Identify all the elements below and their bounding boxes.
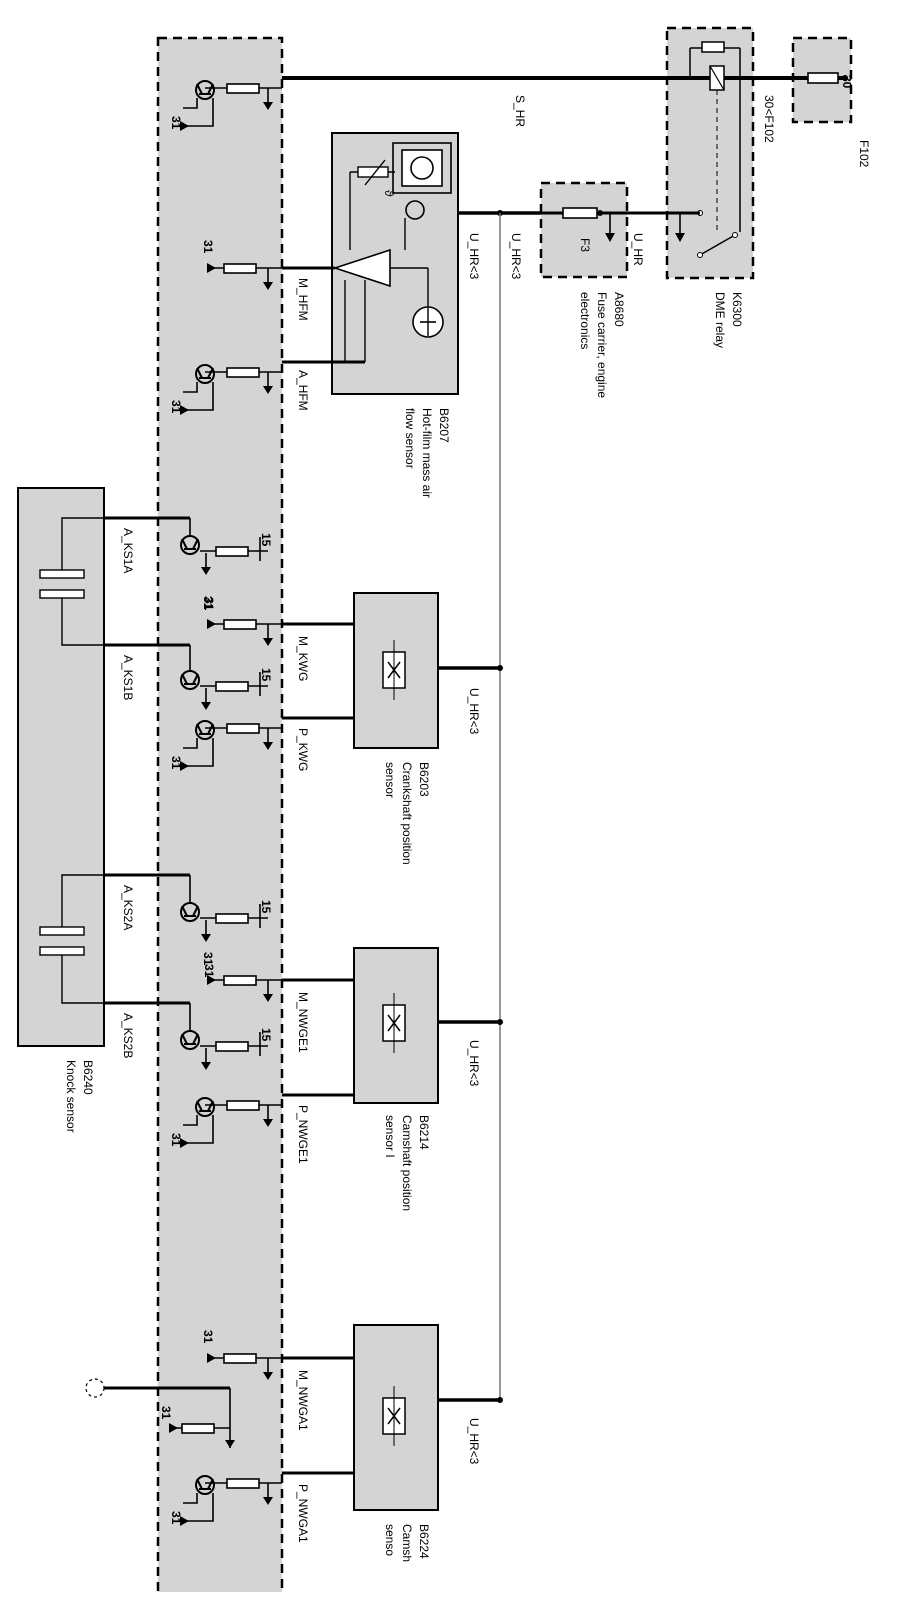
f3-fuse (562, 207, 598, 219)
a8680-id-label: A8680 (612, 292, 626, 327)
gnd-label-p-nwga1: 31 (169, 1511, 183, 1525)
b6224-hall-symbol (382, 1386, 406, 1446)
k6300-id-label: K6300 (730, 292, 744, 327)
a8680-fuse-label: F3 (578, 238, 592, 252)
gnd-label-a-ks2a: 31 (202, 964, 216, 978)
m-nwga1-label: M_NWGA1 (296, 1370, 310, 1431)
m-hfm-label: M_HFM (296, 278, 310, 321)
stage-s-hr: 31 (169, 80, 282, 131)
b6203-id-label: B6203 (417, 762, 431, 797)
gnd-label-s-hr: 31 (169, 116, 183, 130)
dme-control-unit-box (156, 36, 284, 1597)
p-nwga1-label: P_NWGA1 (296, 1484, 310, 1543)
u-hr-label: U_HR (631, 233, 645, 266)
f102-id-label: F102 (857, 140, 871, 168)
b6224-box (353, 1324, 439, 1511)
a-ks2b-label: A_KS2B (121, 1013, 135, 1058)
theta-label: ϑ (382, 190, 396, 197)
supply-label-a-ks2a: 15 (259, 900, 273, 914)
b6207-line1-label: Hot-film mass air (420, 408, 434, 498)
a8680-box (539, 181, 629, 279)
k6300-pin-in-label: 30<F102 (762, 95, 776, 143)
supply-label-a-ks1b: 15 (259, 668, 273, 682)
b6224-id-label: B6224 (417, 1524, 431, 1559)
stage-m-nwge1: 31 (201, 952, 282, 1002)
a8680-line1-label: Fuse carrier, engine (595, 292, 609, 398)
b6240-id-label: B6240 (81, 1060, 95, 1095)
u-hr3-label-a: U_HR<3 (509, 233, 523, 280)
stage-p-kwg: 31 (169, 720, 282, 771)
b6224-line2-label: senso (383, 1524, 397, 1556)
a-ks1b-label: A_KS1B (121, 655, 135, 700)
b6203-line2-label: sensor (383, 762, 397, 798)
a-hfm-label: A_HFM (296, 370, 310, 411)
u-hr3-label-b: U_HR<3 (467, 233, 481, 280)
u-hr3-label-c: U_HR<3 (467, 688, 481, 735)
b6214-line2-label: sensor I (383, 1115, 397, 1158)
m-nwge1-label: M_NWGE1 (296, 992, 310, 1053)
stage-p-nwge1: 31 (169, 1097, 282, 1148)
b6214-hall-symbol (382, 993, 406, 1053)
stage-a-ks1b: 15 (180, 645, 273, 710)
gnd-label-m-kwg: 31 (201, 596, 215, 610)
gnd-label-a-hfm: 31 (169, 400, 183, 414)
b6214-id-label: B6214 (417, 1115, 431, 1150)
supply-label-a-ks1a: 15 (259, 533, 273, 547)
gnd-label-m-nwga1: 31 (201, 1330, 215, 1344)
f102-fuse (807, 72, 839, 84)
u-hr3-label-d: U_HR<3 (467, 1040, 481, 1087)
b6224-line1-label: Camsh (400, 1524, 414, 1562)
b6214-line1-label: Camshaft position (400, 1115, 414, 1211)
gnd-label-ext-gnd: 31 (159, 1406, 173, 1420)
gnd-label-m-hfm: 31 (201, 240, 215, 254)
stage-p-nwga1: 31 (169, 1475, 282, 1526)
a-ks2a-label: A_KS2A (121, 885, 135, 930)
b6203-line1-label: Crankshaft position (400, 762, 414, 865)
gnd-label-m-nwge1: 31 (201, 952, 215, 966)
b6207-line2-label: flow sensor (403, 408, 417, 469)
gnd-label-p-kwg: 31 (169, 756, 183, 770)
b6240-name-label: Knock sensor (64, 1060, 78, 1133)
stage-a-hfm: 31 (169, 364, 282, 415)
m-kwg-label: M_KWG (296, 636, 310, 681)
f102-pin-label: 30 (840, 75, 854, 89)
p-nwge1-label: P_NWGE1 (296, 1105, 310, 1164)
a-ks1a-label: A_KS1A (121, 528, 135, 573)
a8680-line2-label: electronics (578, 292, 592, 349)
stage-m-kwg: 31 (201, 596, 282, 646)
stage-m-nwga1: 31 (201, 1330, 282, 1380)
k6300-name-label: DME relay (713, 292, 727, 348)
b6207-id-label: B6207 (437, 408, 451, 443)
b6203-hall-symbol (382, 640, 406, 700)
p-kwg-label: P_KWG (296, 728, 310, 771)
u-hr3-label-e: U_HR<3 (467, 1418, 481, 1465)
gnd-label-a-ks1a: 31 (202, 597, 216, 611)
s-hr-label: S_HR (513, 95, 527, 127)
gnd-label-p-nwge1: 31 (169, 1133, 183, 1147)
supply-label-a-ks2b: 15 (259, 1028, 273, 1042)
stage-a-ks2b: 15 (180, 1003, 273, 1070)
stage-m-hfm: 31 (201, 240, 282, 290)
